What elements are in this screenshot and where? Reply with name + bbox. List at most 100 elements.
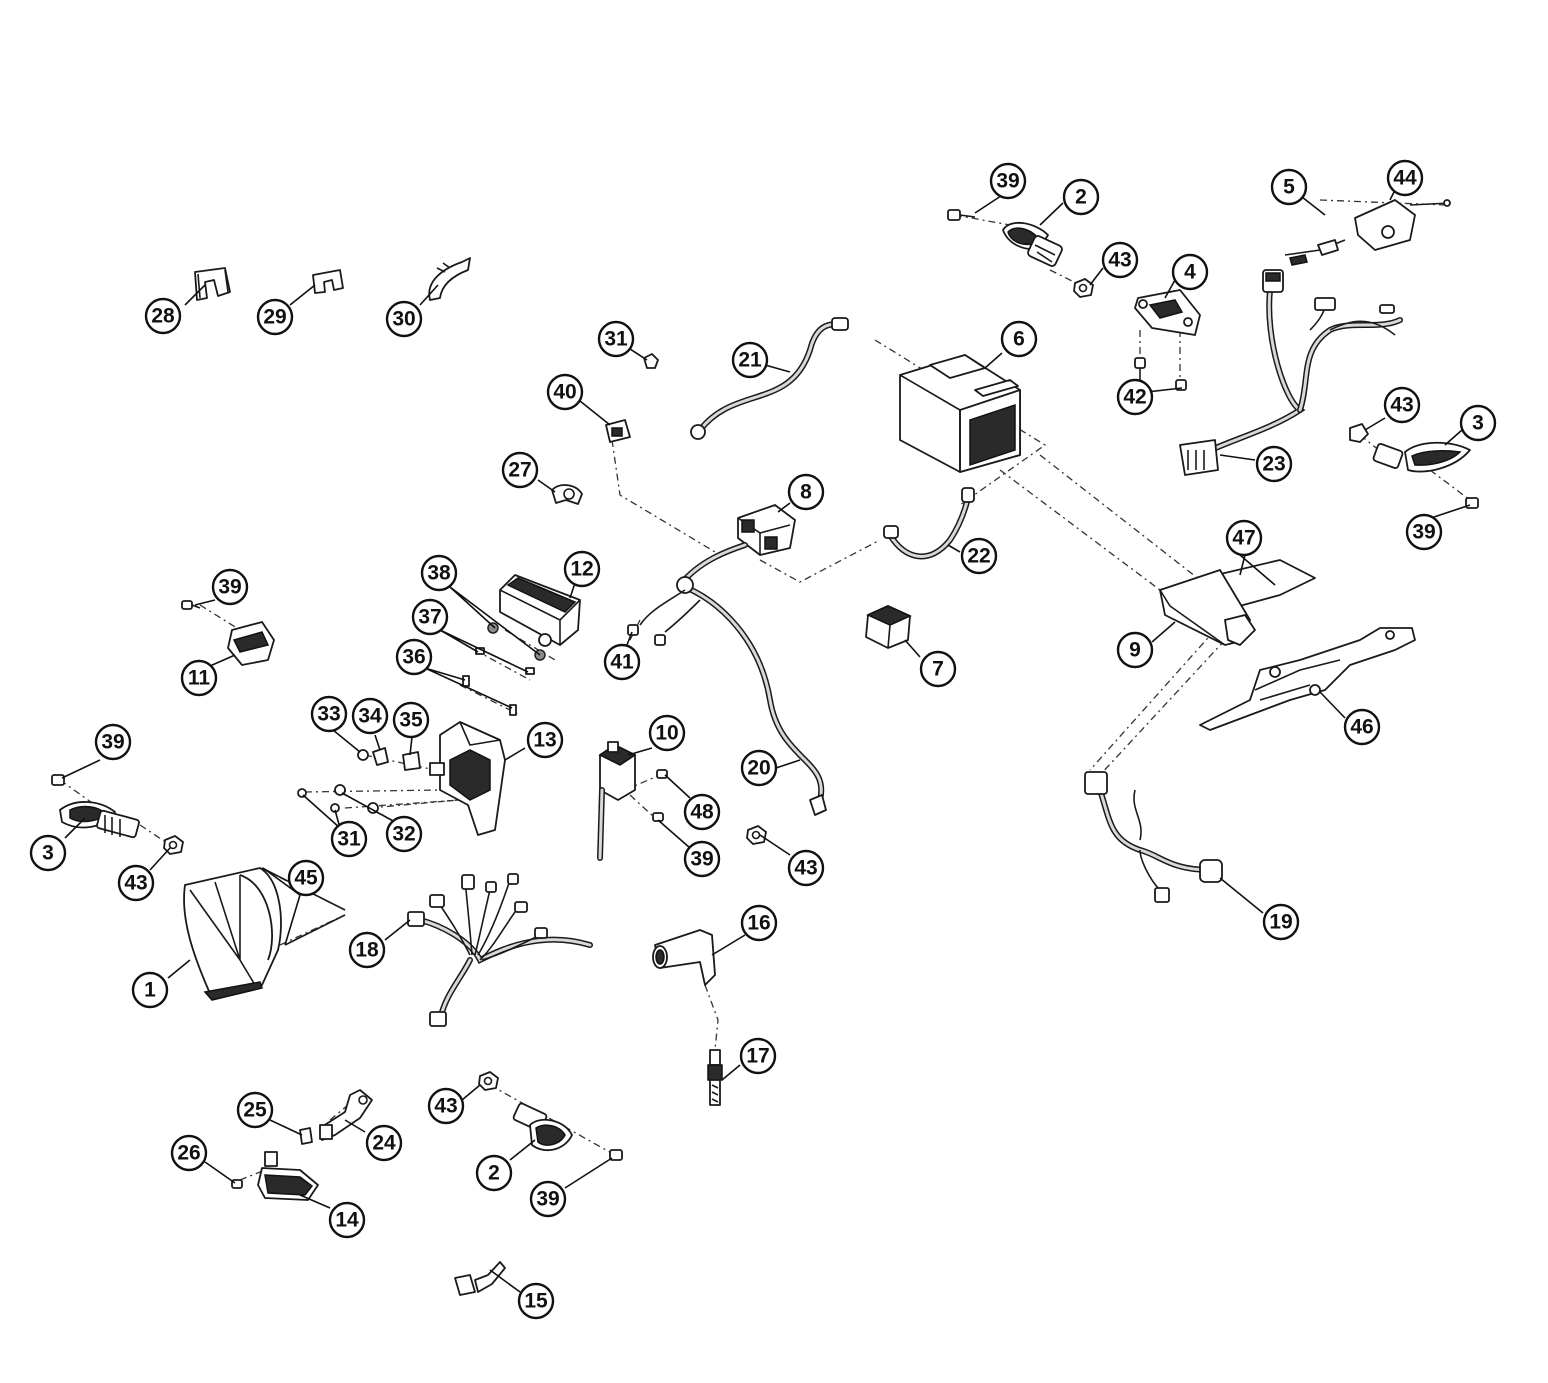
- svg-text:44: 44: [1393, 167, 1417, 190]
- callout-39-right: 39: [1405, 513, 1443, 551]
- connector-41-b: [654, 634, 666, 646]
- sensor-15: [454, 1261, 506, 1296]
- relay-7: [865, 605, 912, 649]
- callout-39-top: 39: [989, 162, 1027, 200]
- callout-38: 38: [420, 554, 458, 592]
- tail-light-14: [257, 1151, 319, 1201]
- turn-indicator-2-top: [1002, 221, 1063, 267]
- clip-34: [372, 747, 389, 766]
- nut-43-middle: [746, 825, 767, 845]
- nut-31-top: [643, 353, 659, 369]
- svg-text:28: 28: [151, 305, 175, 328]
- callout-35: 35: [392, 701, 430, 739]
- callout-9: 9: [1116, 631, 1154, 669]
- svg-text:3: 3: [42, 842, 54, 865]
- svg-text:6: 6: [1013, 328, 1025, 351]
- leader-lines: [61, 189, 1471, 1293]
- main-harness-18: [407, 873, 593, 1027]
- clip-25: [299, 1127, 313, 1145]
- callout-14: 14: [328, 1201, 366, 1239]
- svg-text:19: 19: [1269, 911, 1292, 934]
- screw-42-b: [1175, 379, 1187, 391]
- battery-cable-21: [690, 317, 849, 440]
- svg-text:16: 16: [747, 912, 770, 935]
- svg-text:31: 31: [604, 328, 628, 351]
- callout-43-right: 43: [1383, 386, 1421, 424]
- callout-43-top: 43: [1101, 241, 1139, 279]
- cable-22: [883, 487, 975, 560]
- callout-12: 12: [563, 550, 601, 588]
- spark-plug-cap-16: [652, 929, 716, 986]
- battery-6: [899, 354, 1021, 473]
- nut-43-top: [1073, 278, 1094, 298]
- callout-36: 36: [395, 638, 433, 676]
- svg-text:37: 37: [418, 606, 441, 629]
- relay-8: [737, 504, 796, 556]
- svg-text:9: 9: [1129, 639, 1141, 662]
- svg-text:43: 43: [1390, 394, 1413, 417]
- relay-bracket-4: [1134, 289, 1201, 336]
- turn-indicator-3-left: [59, 801, 140, 839]
- callout-37: 37: [411, 598, 449, 636]
- svg-text:36: 36: [402, 646, 425, 669]
- headlight-1: [183, 867, 282, 1001]
- callouts: 1 2 2 3 3 4 5 6 7 8 9 10 11 12 13 14 15 …: [29, 159, 1497, 1320]
- callout-30: 30: [385, 300, 423, 338]
- svg-text:12: 12: [570, 558, 593, 581]
- callout-17: 17: [739, 1037, 777, 1075]
- callout-43-bottom: 43: [427, 1087, 465, 1125]
- callout-26: 26: [170, 1134, 208, 1172]
- svg-text:38: 38: [427, 562, 451, 585]
- bolt-39-relay: [181, 600, 201, 610]
- svg-text:1: 1: [144, 979, 156, 1002]
- callout-15: 15: [517, 1282, 555, 1320]
- svg-text:11: 11: [188, 667, 211, 690]
- svg-text:13: 13: [533, 729, 556, 752]
- flasher-relay-11: [227, 621, 275, 666]
- svg-text:39: 39: [536, 1188, 559, 1211]
- callout-2-top: 2: [1062, 178, 1100, 216]
- assembly-lines: [59, 199, 1471, 1181]
- svg-text:43: 43: [794, 857, 817, 880]
- svg-text:39: 39: [690, 848, 713, 871]
- svg-text:33: 33: [317, 703, 340, 726]
- svg-text:18: 18: [355, 939, 379, 962]
- callout-2-bottom: 2: [475, 1154, 513, 1192]
- bolt-39-bottom: [609, 1149, 623, 1161]
- svg-text:42: 42: [1123, 386, 1146, 409]
- svg-text:48: 48: [690, 801, 714, 824]
- callout-31-lower: 31: [330, 820, 368, 858]
- svg-text:46: 46: [1350, 716, 1373, 739]
- callout-10: 10: [648, 714, 686, 752]
- callout-24: 24: [365, 1124, 403, 1162]
- bracket-46: [1199, 627, 1416, 731]
- svg-text:7: 7: [932, 658, 944, 681]
- callout-29: 29: [256, 298, 294, 336]
- screw-44: [1409, 199, 1451, 207]
- nut-43-bottom: [478, 1071, 499, 1091]
- callout-39-left: 39: [94, 723, 132, 761]
- ecu-9: [1159, 569, 1256, 646]
- licence-plate-light-5: [1284, 199, 1416, 266]
- svg-text:5: 5: [1283, 176, 1295, 199]
- bolt-39-coil: [652, 812, 664, 822]
- svg-text:43: 43: [1108, 249, 1131, 272]
- svg-text:43: 43: [434, 1095, 457, 1118]
- svg-text:41: 41: [610, 651, 634, 674]
- callout-42: 42: [1116, 378, 1154, 416]
- callout-8: 8: [787, 473, 825, 511]
- callout-25: 25: [236, 1091, 274, 1129]
- svg-text:39: 39: [218, 576, 241, 599]
- callout-46: 46: [1343, 708, 1381, 746]
- callout-31-top: 31: [597, 320, 635, 358]
- grommet-38-a: [487, 622, 499, 634]
- svg-text:29: 29: [263, 306, 286, 329]
- svg-text:17: 17: [746, 1045, 769, 1068]
- bolt-48: [656, 769, 668, 779]
- callout-22: 22: [960, 537, 998, 575]
- svg-text:47: 47: [1232, 527, 1255, 550]
- svg-text:2: 2: [488, 1162, 500, 1185]
- svg-text:32: 32: [392, 823, 415, 846]
- instrument-cluster-12: [499, 574, 581, 647]
- svg-text:2: 2: [1075, 186, 1087, 209]
